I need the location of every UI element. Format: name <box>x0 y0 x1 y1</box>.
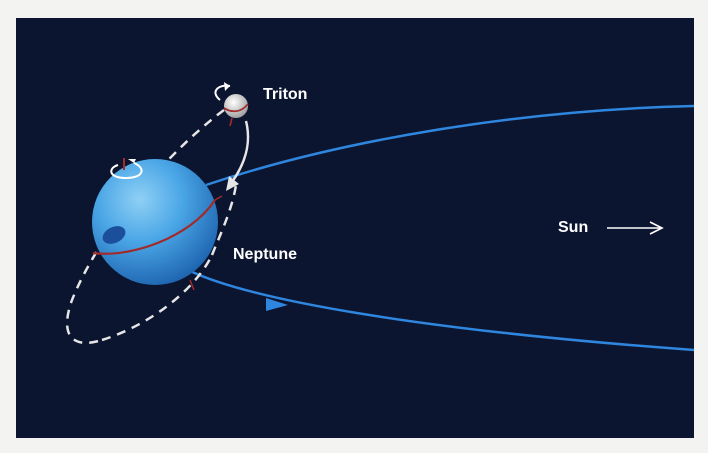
triton-moon <box>223 94 249 127</box>
planet-rotation-icon <box>110 158 143 180</box>
orbit-direction-arrowhead-icon <box>266 298 288 311</box>
sun-label: Sun <box>558 219 588 236</box>
planet-orbit-path <box>187 104 695 352</box>
equator-line <box>92 199 216 255</box>
neptune-label: Neptune <box>233 246 297 263</box>
triton-label: Triton <box>263 86 307 103</box>
moon-rotation-icon <box>214 82 231 101</box>
moon-motion-arrow <box>226 120 250 191</box>
great-dark-spot <box>102 226 126 244</box>
moon-orbit-front <box>210 184 238 256</box>
moon-orbit-path <box>65 108 225 345</box>
arrow-right-icon <box>607 221 664 235</box>
neptune-planet <box>92 159 223 291</box>
